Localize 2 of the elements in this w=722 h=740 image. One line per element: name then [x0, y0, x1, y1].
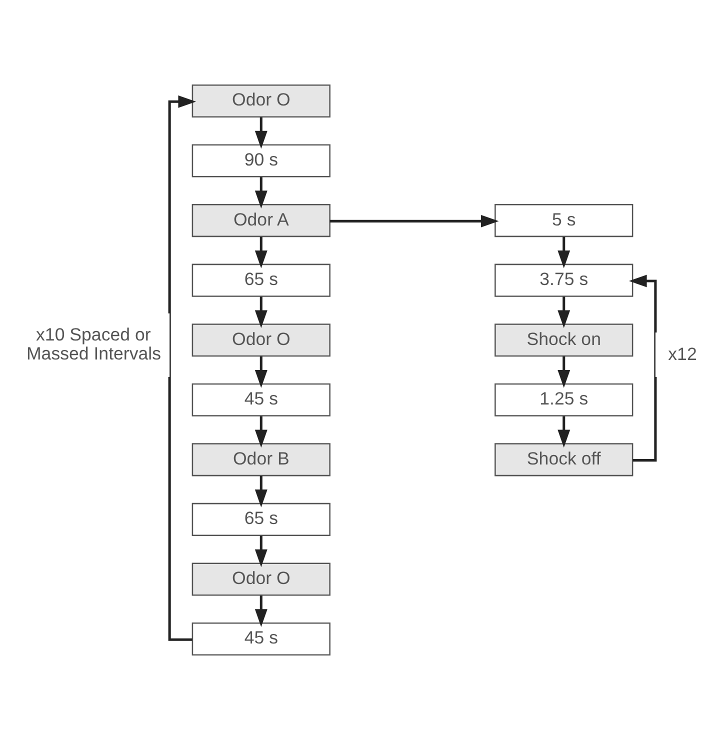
edge-label: x10 Spaced or Massed Intervals: [26, 324, 162, 364]
edge-label: x12: [668, 344, 697, 364]
